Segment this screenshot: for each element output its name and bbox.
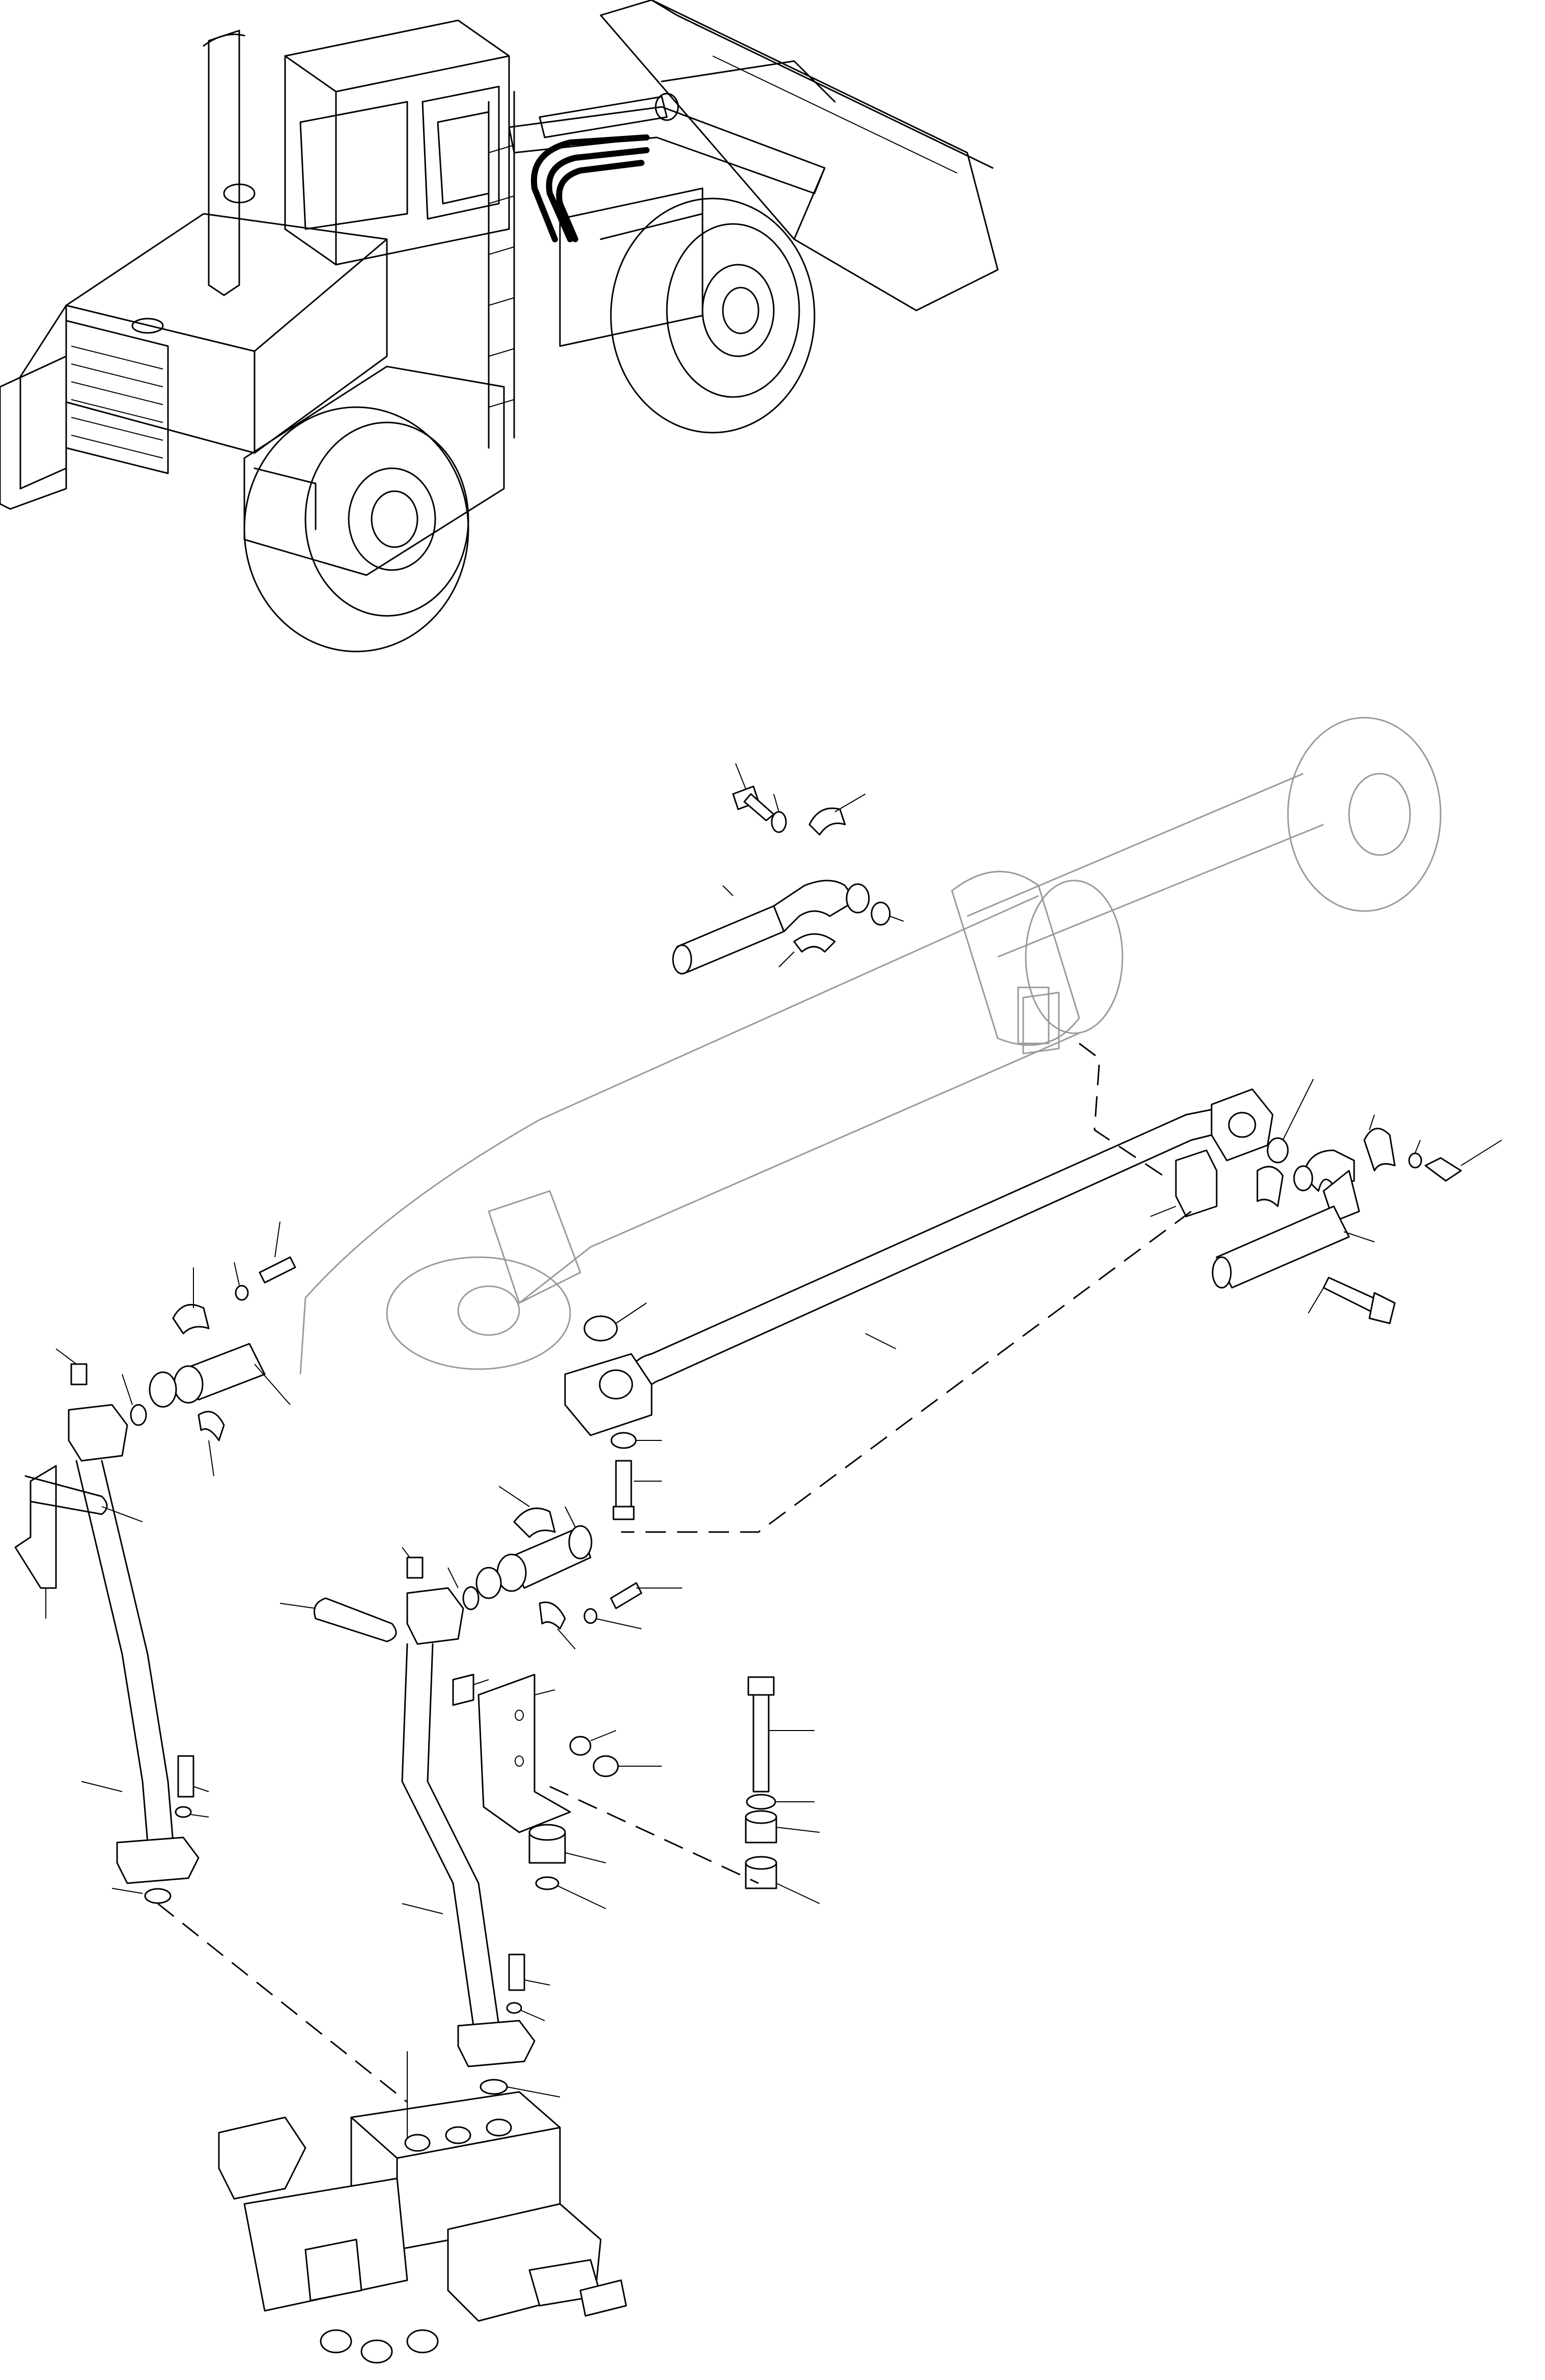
radiator-grille bbox=[65, 318, 169, 474]
upper-hose-assembly bbox=[672, 763, 904, 975]
spacer-stack-upper bbox=[745, 1810, 820, 1844]
o-ring-left bbox=[149, 1371, 177, 1408]
exhaust-stack bbox=[203, 30, 256, 296]
split-flange-half-upper bbox=[808, 794, 866, 836]
mounting-bracket bbox=[477, 1674, 571, 1833]
socket-screw-right bbox=[1424, 1140, 1502, 1182]
washer-right bbox=[1408, 1140, 1422, 1169]
washer-center-bottom bbox=[506, 2002, 545, 2021]
mounting-bracket-assembly bbox=[477, 1674, 820, 1909]
hose-left bbox=[173, 1343, 291, 1405]
hose-upper bbox=[672, 880, 870, 975]
hose-right bbox=[1212, 1205, 1375, 1289]
front-wheel bbox=[610, 197, 816, 434]
access-ladder bbox=[488, 91, 515, 449]
o-ring-center-bottom bbox=[480, 2079, 560, 2098]
lift-cylinder bbox=[299, 717, 1442, 1375]
lower-flange-center bbox=[457, 2020, 536, 2067]
rigid-tube-right bbox=[630, 1109, 1213, 1396]
left-hose-connection bbox=[122, 1221, 296, 1477]
u-bolt-left bbox=[24, 1475, 143, 1522]
socket-screw-center bbox=[610, 1582, 682, 1609]
lift-cylinder-overview bbox=[539, 93, 679, 138]
lift-arm bbox=[508, 60, 836, 194]
o-ring-left-bottom bbox=[111, 1888, 172, 1904]
flange-half-center-top bbox=[498, 1486, 556, 1538]
upper-flange-left bbox=[68, 1404, 128, 1462]
left-steel-tube bbox=[14, 1348, 209, 1904]
washer-center bbox=[610, 1432, 662, 1449]
clamp-block-right bbox=[1150, 1149, 1218, 1217]
flange-half-left-top bbox=[172, 1267, 210, 1335]
highlighted-hydraulic-lines bbox=[530, 134, 650, 242]
lower-flange-left bbox=[81, 1781, 200, 1884]
washer-bracket bbox=[569, 1730, 616, 1756]
tube-center bbox=[401, 1643, 500, 2027]
flange-half-center-bottom bbox=[539, 1601, 576, 1650]
o-ring-center-small bbox=[447, 1567, 480, 1610]
upper-flange-center bbox=[406, 1587, 464, 1645]
o-ring-left-small bbox=[122, 1374, 147, 1426]
washer-stack bbox=[746, 1794, 814, 1810]
front-frame bbox=[559, 187, 704, 347]
socket-screw-left-bottom bbox=[177, 1755, 209, 1798]
washer-left-top bbox=[234, 1262, 249, 1301]
o-ring-flange bbox=[583, 1302, 647, 1342]
right-tube-assembly bbox=[630, 1079, 1502, 1396]
o-ring-upper bbox=[870, 901, 904, 926]
rear-wheel bbox=[243, 406, 469, 653]
clamp-center bbox=[452, 1674, 489, 1706]
washer-left-bottom bbox=[175, 1806, 209, 1818]
hex-bolt-upper bbox=[732, 763, 775, 821]
breather-fitting-center bbox=[402, 1547, 424, 1579]
lower-flange-block bbox=[564, 1302, 662, 1520]
flange-half-right-a bbox=[1363, 1114, 1396, 1172]
washer-upper bbox=[771, 794, 787, 833]
washer-center-small bbox=[583, 1608, 642, 1629]
nut-bracket bbox=[593, 1755, 662, 1777]
operator-cab bbox=[284, 19, 510, 266]
wheel-loader-overview bbox=[0, 0, 999, 653]
split-flange-half-lower bbox=[778, 933, 836, 968]
flange-half-right-b bbox=[1256, 1166, 1284, 1207]
breather-fitting-left bbox=[55, 1348, 88, 1385]
center-steel-tube bbox=[279, 1486, 682, 2098]
flange-half-left-bottom bbox=[198, 1410, 225, 1477]
socket-screw-center-bottom bbox=[508, 1953, 550, 1991]
rear-frame bbox=[0, 355, 505, 576]
u-bolt-center bbox=[279, 1597, 397, 1642]
bolt-center bbox=[612, 1460, 662, 1520]
washer-bracket-lower bbox=[535, 1876, 606, 1909]
tube-left bbox=[75, 1460, 174, 1844]
support-bracket-left bbox=[14, 1465, 57, 1619]
flange-block-center bbox=[564, 1353, 653, 1436]
assembly-dashed-lines bbox=[157, 1042, 1192, 2103]
spacer-stack-lower bbox=[745, 1856, 820, 1904]
elbow-fitting-right bbox=[1293, 1149, 1360, 1223]
hose-center bbox=[496, 1506, 593, 1592]
control-valve bbox=[218, 2051, 627, 2364]
bushing-bracket bbox=[528, 1824, 606, 1864]
long-bolt-stack bbox=[747, 1676, 814, 1793]
bucket bbox=[600, 0, 999, 311]
flange-block-right bbox=[1211, 1088, 1274, 1161]
o-ring-center bbox=[475, 1567, 502, 1599]
socket-screw-left-top bbox=[259, 1221, 296, 1284]
long-bolt-right bbox=[1308, 1277, 1396, 1324]
o-ring-right bbox=[1267, 1079, 1314, 1164]
